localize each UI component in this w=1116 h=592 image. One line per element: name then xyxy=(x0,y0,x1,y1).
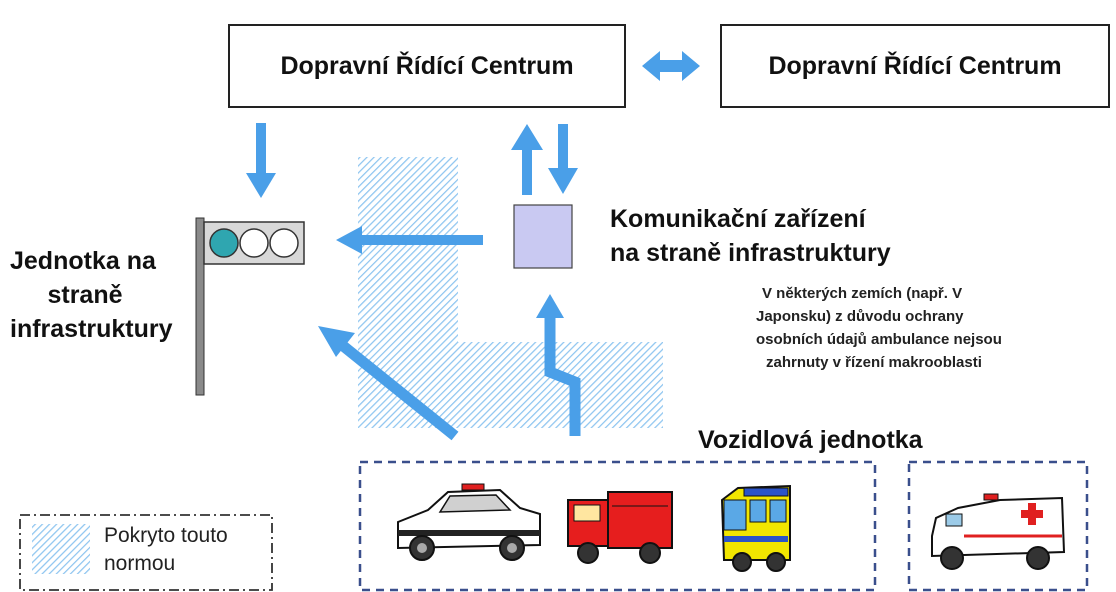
roadside-device-label-line2: na straně infrastruktury xyxy=(610,239,891,267)
police-car-icon xyxy=(397,483,541,561)
traffic-light-icon xyxy=(195,217,305,396)
legend-text: Pokryto touto normou xyxy=(104,522,228,578)
arrow-center-to-device xyxy=(548,124,578,194)
legend-swatch xyxy=(32,524,90,574)
traffic-control-center-left: Dopravní Řídící Centrum xyxy=(228,24,626,108)
center-right-label: Dopravní Řídící Centrum xyxy=(768,51,1062,80)
infra-unit-label-line2: straně xyxy=(47,281,123,309)
privacy-note-line1: V některých zemích (např. V xyxy=(762,285,963,302)
fire-truck-icon xyxy=(567,491,673,564)
privacy-note-line2: Japonsku) z důvodu ochrany xyxy=(756,308,964,325)
privacy-note: V některých zemích (např. V Japonsku) z … xyxy=(756,282,1002,374)
ambulance-icon xyxy=(931,493,1066,570)
roadside-device xyxy=(513,204,573,269)
arrow-device-to-signal xyxy=(336,226,483,254)
arrow-center-to-signal xyxy=(246,123,276,198)
bidirectional-arrow xyxy=(642,51,700,81)
arrow-vehicle-to-signal xyxy=(318,326,459,441)
roadside-device-label: Komunikační zařízení na straně infrastru… xyxy=(610,202,891,270)
roadside-device-label-line1: Komunikační zařízení xyxy=(610,205,866,233)
vehicle-group-ambulance xyxy=(907,460,1089,592)
center-left-label: Dopravní Řídící Centrum xyxy=(280,51,574,80)
vehicle-group-main xyxy=(358,460,877,592)
infra-unit-label-line3: infrastruktury xyxy=(10,315,173,343)
vehicle-unit-label: Vozidlová jednotka xyxy=(698,426,923,454)
privacy-note-line4: zahrnuty v řízení makrooblasti xyxy=(766,354,982,371)
infra-unit-label: Jednotka na straně infrastruktury xyxy=(10,244,173,346)
bus-icon xyxy=(720,484,791,572)
arrow-vehicle-to-device xyxy=(536,294,581,436)
traffic-control-center-right: Dopravní Řídící Centrum xyxy=(720,24,1110,108)
legend-text-line1: Pokryto touto xyxy=(104,524,228,547)
legend-box xyxy=(19,514,273,591)
arrow-device-to-center xyxy=(511,124,543,195)
coverage-region xyxy=(358,157,663,428)
legend-text-line2: normou xyxy=(104,552,176,575)
privacy-note-line3: osobních údajů ambulance nejsou xyxy=(756,331,1002,348)
infra-unit-label-line1: Jednotka na xyxy=(10,247,156,275)
